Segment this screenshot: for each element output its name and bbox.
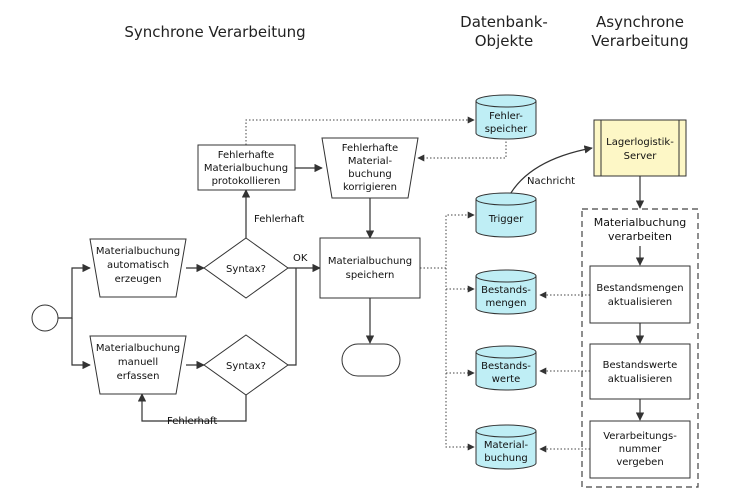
node-bwerte-line2: aktualisieren: [608, 374, 672, 385]
edge-start-manual: [71, 318, 91, 370]
edge-syntax2-speichern: [288, 268, 297, 366]
node-korrigieren-line3: buchung: [348, 169, 392, 180]
node-lager-line1: Lagerlogistik-: [606, 137, 674, 148]
node-korrigieren: [321, 137, 419, 199]
label-ok: OK: [293, 253, 308, 264]
db-materialbuchung-line2: buchung: [484, 453, 528, 464]
end-node: [341, 343, 401, 377]
db-bestandsmengen-line1: Bestands-: [481, 285, 531, 296]
db-fehlerspeicher-line1: Fehler-: [489, 111, 523, 122]
node-protokoll-line3: protokollieren: [212, 176, 281, 187]
node-auto-erzeugen: [89, 238, 187, 298]
db-materialbuchung: Material- buchung: [475, 424, 537, 470]
label-fehlerhaft-up: Fehlerhaft: [254, 214, 304, 225]
db-fehlerspeicher: Fehler- speicher: [475, 94, 537, 140]
db-bestandswerte: Bestands- werte: [475, 345, 537, 391]
header-async-line1: Asynchrone: [596, 13, 684, 31]
node-manual-line1: Materialbuchung: [96, 343, 180, 354]
node-syntax2-label: Syntax?: [226, 361, 266, 372]
node-lagerlogistik-server: Lagerlogistik- Server: [593, 119, 687, 177]
node-auto-line1: Materialbuchung: [96, 246, 180, 257]
db-bestandsmengen: Bestands- mengen: [475, 269, 537, 315]
edge-fehlerspeicher-korrigieren: [417, 138, 507, 162]
edge-trigger-lager: [507, 145, 593, 199]
db-trigger: Trigger: [475, 192, 537, 238]
node-bmengen-line2: aktualisieren: [608, 297, 672, 308]
header-async-line2: Verarbeitung: [591, 32, 688, 50]
node-speichern-line2: speichern: [346, 270, 395, 281]
node-bmengen-line1: Bestandsmengen: [596, 283, 683, 294]
db-bestandswerte-line1: Bestands-: [481, 361, 531, 372]
node-vnummer-line2: nummer: [619, 444, 662, 455]
node-verarbeitungsnummer-vergeben: [589, 420, 691, 479]
node-korrigieren-line2: Material-: [348, 156, 393, 167]
edge-start-auto: [58, 263, 91, 319]
group-title-line1: Materialbuchung: [594, 216, 687, 229]
node-speichern: [319, 237, 421, 299]
node-manual-line2: manuell: [118, 357, 158, 368]
node-auto-line2: automatisch: [107, 260, 169, 271]
node-bestandsmengen-aktualisieren: [589, 265, 691, 324]
node-vnummer-line3: vergeben: [616, 457, 663, 468]
edge-syntax2-loop: [137, 393, 247, 422]
node-syntax1: [203, 237, 289, 299]
node-manual-line3: erfassen: [117, 371, 160, 382]
db-trigger-line1: Trigger: [488, 214, 524, 225]
node-korrigieren-line1: Fehlerhafte: [342, 143, 398, 154]
node-protokoll-line1: Fehlerhafte: [218, 150, 274, 161]
db-bestandswerte-line2: werte: [492, 374, 521, 385]
node-speichern-line1: Materialbuchung: [328, 256, 412, 267]
db-fehlerspeicher-line2: speicher: [485, 124, 528, 135]
node-vnummer-line1: Verarbeitungs-: [603, 431, 677, 442]
node-bestandswerte-aktualisieren: [589, 343, 691, 400]
start-node: [31, 304, 59, 332]
db-bestandsmengen-line2: mengen: [485, 298, 526, 309]
node-protokollieren: [197, 144, 296, 191]
label-nachricht: Nachricht: [527, 176, 575, 187]
node-manual-erfassen: [89, 335, 187, 395]
group-title-line2: verarbeiten: [608, 230, 672, 243]
label-fehlerhaft-loop: Fehlerhaft: [167, 416, 217, 427]
header-db-line1: Datenbank-: [460, 13, 548, 31]
group-materialbuchung-verarbeiten: [581, 208, 699, 488]
edge-speichern-bestandsmengen: [445, 268, 475, 293]
edge-speichern-trigger: [420, 211, 475, 269]
node-syntax1-label: Syntax?: [226, 264, 266, 275]
header-db-line2: Objekte: [475, 32, 534, 50]
node-lager-line2: Server: [624, 151, 658, 162]
edge-speichern-materialbuchung: [445, 373, 475, 451]
header-sync: Synchrone Verarbeitung: [124, 23, 305, 41]
db-materialbuchung-line1: Material-: [484, 440, 529, 451]
node-protokoll-line2: Materialbuchung: [204, 163, 288, 174]
node-bwerte-line1: Bestandswerte: [603, 360, 678, 371]
edge-protokoll-fehlerspeicher: [245, 116, 475, 145]
node-syntax2: [203, 334, 289, 396]
edge-speichern-bestandswerte: [445, 289, 475, 377]
node-auto-line3: erzeugen: [115, 274, 162, 285]
node-korrigieren-line4: korrigieren: [343, 182, 397, 193]
